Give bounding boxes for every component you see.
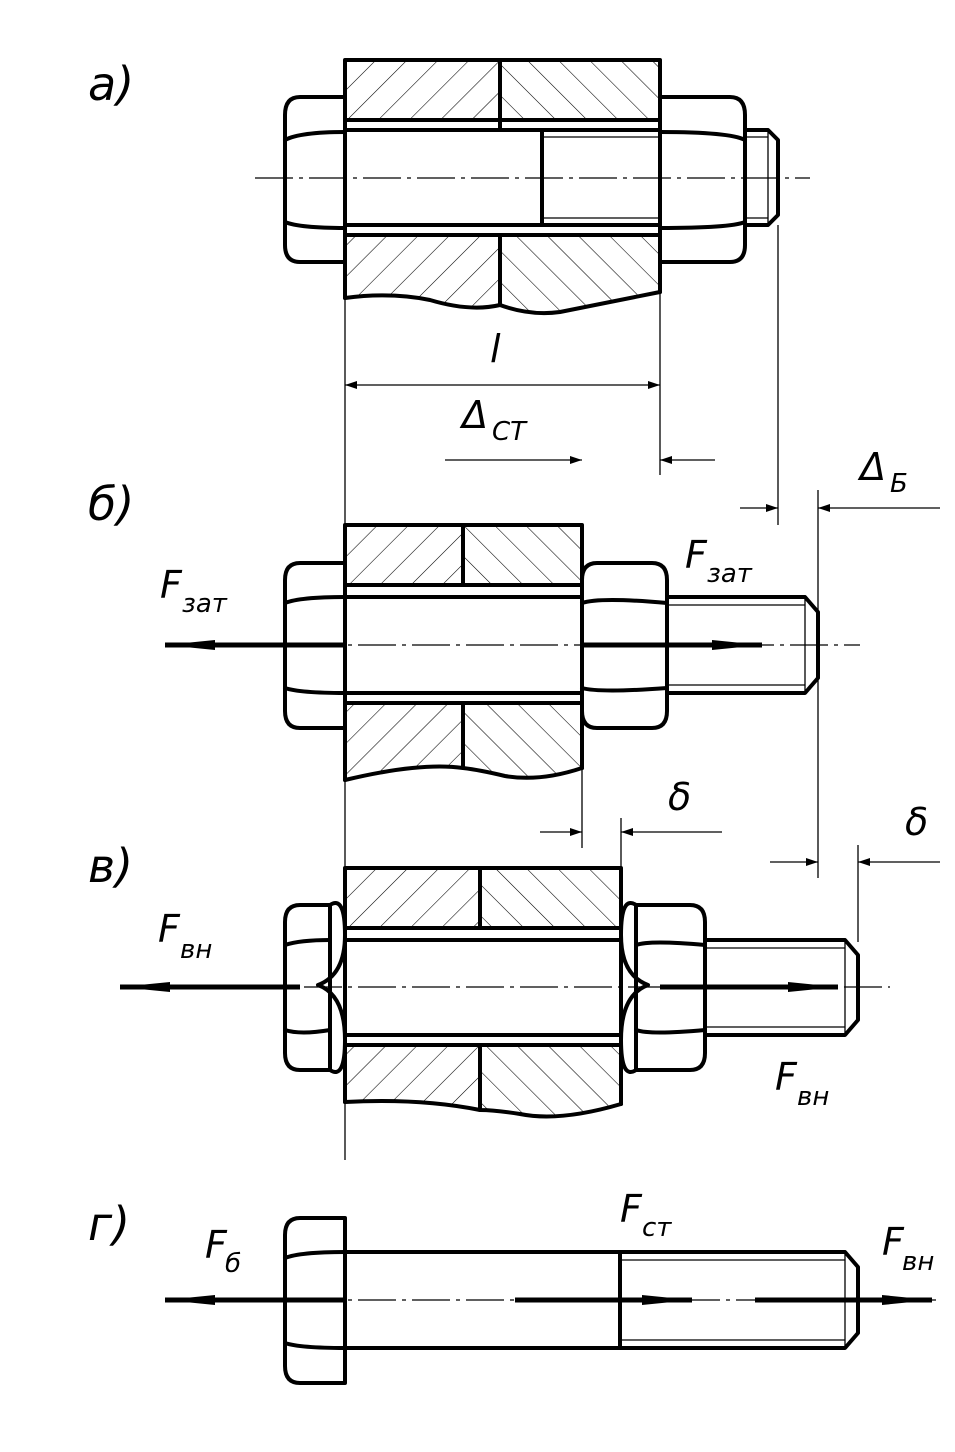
view-v: δ δ в)	[88, 775, 940, 1119]
nut-b	[580, 561, 669, 730]
delta-b-symbol: Δ	[857, 445, 886, 489]
dimension-l-label: l	[490, 327, 501, 371]
force-right-g-label: F	[882, 1220, 905, 1264]
nut-v	[619, 901, 707, 1074]
view-a: а)	[88, 57, 940, 1160]
bolt-head-a	[283, 95, 347, 264]
force-right-v-subscript: вн	[797, 1082, 829, 1112]
force-mid-g-label: F	[620, 1187, 643, 1231]
gap-left-label: δ	[668, 775, 691, 819]
force-left-b-label: F	[160, 563, 183, 607]
force-right-b-label: F	[685, 533, 708, 577]
dimension-delta-ct: Δ CT	[445, 393, 715, 464]
nut-a	[658, 95, 747, 264]
force-right-g-subscript: вн	[902, 1247, 934, 1277]
view-b-letter: б)	[88, 477, 134, 531]
plates-b	[343, 523, 584, 782]
force-right-b-subscript: зат	[707, 559, 753, 589]
force-left-b-subscript: зат	[182, 589, 228, 619]
plates-a	[343, 58, 662, 316]
force-left-g-label: F	[205, 1223, 228, 1267]
plates-v	[343, 866, 623, 1119]
force-mid-g-subscript: ст	[642, 1213, 672, 1243]
view-b: б) F зат F зат	[88, 477, 860, 878]
view-v-letter: в)	[88, 839, 133, 893]
gap-right-label: δ	[905, 800, 928, 844]
force-right-v-label: F	[775, 1055, 798, 1099]
delta-ct-symbol: Δ	[459, 393, 488, 437]
view-a-letter: а)	[88, 57, 134, 111]
view-g: г) F б F ст F вн	[88, 1187, 940, 1385]
bolt-head-b	[283, 561, 347, 730]
force-left-v-subscript: вн	[180, 935, 212, 965]
bolt-a	[343, 128, 780, 227]
delta-ct-subscript: CT	[492, 417, 528, 447]
dimension-delta-b: Δ Б	[740, 445, 940, 512]
delta-b-subscript: Б	[890, 469, 908, 499]
force-left-g-subscript: б	[225, 1249, 241, 1279]
view-g-letter: г)	[88, 1197, 130, 1251]
dimension-gap-left: δ	[540, 775, 722, 836]
force-left-v-label: F	[158, 907, 181, 951]
dimension-gap-right: δ	[770, 800, 940, 866]
bolt-head-v	[283, 901, 347, 1074]
